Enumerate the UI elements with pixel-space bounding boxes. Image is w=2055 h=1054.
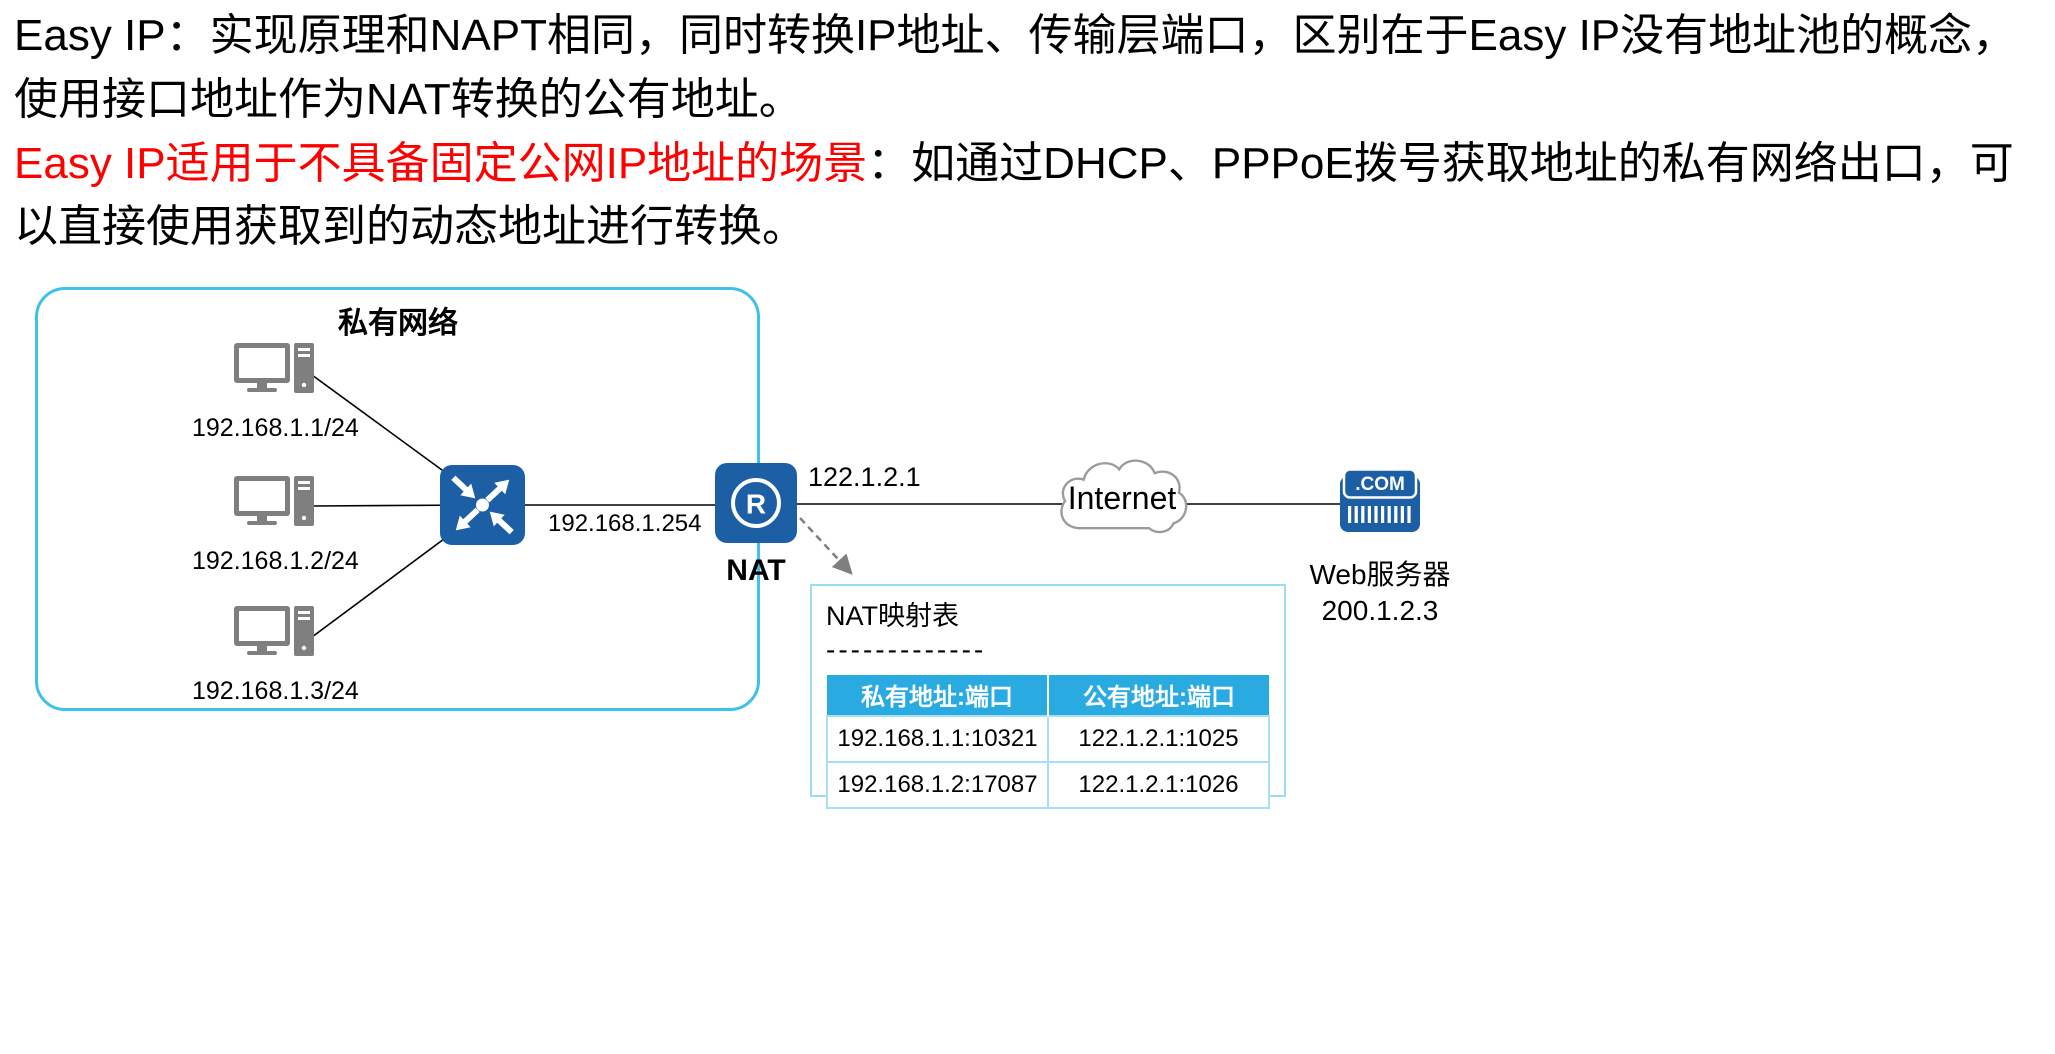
computer-icon (233, 606, 314, 656)
router-icon-glyph: R (746, 489, 766, 520)
nat-col-header-public: 公有地址:端口 (1048, 674, 1269, 716)
host-1: 192.168.1.1/24 (192, 343, 359, 443)
nat-cell-public: 122.1.2.1:1025 (1047, 714, 1270, 763)
lan-ip-label: 192.168.1.254 (548, 510, 702, 537)
nat-router: R NAT (715, 463, 797, 588)
computer-icon (233, 343, 314, 393)
host-ip-label: 192.168.1.3/24 (192, 677, 359, 705)
dashed-arrow-to-nat-table (799, 517, 853, 575)
internet-cloud: Internet (1052, 448, 1192, 543)
web-server-name: Web服务器 (1309, 559, 1451, 590)
nat-mapping-table: 私有地址:端口 公有地址:端口 192.168.1.1:10321 122.1.… (826, 674, 1270, 809)
host-ip-label: 192.168.1.2/24 (192, 547, 359, 575)
cloud-icon (1060, 459, 1188, 534)
intro-text-block: Easy IP：实现原理和NAPT相同，同时转换IP地址、传输层端口，区别在于E… (14, 4, 2044, 259)
nat-col-header-private: 私有地址:端口 (827, 674, 1049, 716)
web-server: .COM Web服务器 200.1.2.3 (1305, 468, 1455, 627)
nat-table-title: NAT映射表 (826, 601, 959, 631)
web-server-icon: .COM (1340, 468, 1420, 532)
router-icon: R (715, 463, 797, 543)
intro-paragraph-1: Easy IP：实现原理和NAPT相同，同时转换IP地址、传输层端口，区别在于E… (14, 4, 2044, 132)
host-2: 192.168.1.2/24 (192, 476, 359, 576)
nat-table-divider: ------------- (826, 634, 987, 665)
nat-table-header-row: 私有地址:端口 公有地址:端口 (827, 674, 1269, 716)
host-ip-label: 192.168.1.1/24 (192, 414, 359, 442)
nat-cell-public: 122.1.2.1:1026 (1047, 760, 1270, 809)
internet-label: Internet (1067, 480, 1177, 516)
router-label: NAT (726, 554, 786, 587)
private-network-box (35, 287, 760, 711)
web-server-icon-text: .COM (1355, 474, 1405, 495)
computer-icon (233, 476, 314, 526)
web-server-ip: 200.1.2.3 (1321, 595, 1439, 626)
nat-table-row: 192.168.1.2:17087 122.1.2.1:1026 (826, 760, 1270, 809)
host-3: 192.168.1.3/24 (192, 606, 359, 706)
wan-ip-label: 122.1.2.1 (808, 462, 921, 492)
intro-paragraph-2: Easy IP适用于不具备固定公网IP地址的场景：如通过DHCP、PPPoE拨号… (14, 132, 2044, 260)
nat-cell-private: 192.168.1.2:17087 (826, 760, 1049, 809)
switch-icon (440, 465, 525, 545)
nat-cell-private: 192.168.1.1:10321 (826, 714, 1049, 763)
intro-text-2: ：如通过DHCP、PPPoE拨号获取地址的私有网络出口，可以直接使用获取到的动态… (14, 138, 2014, 252)
intro-highlight-red: Easy IP适用于不具备固定公网IP地址的场景 (14, 138, 868, 188)
lan-switch (440, 465, 525, 550)
intro-text-1: Easy IP：实现原理和NAPT相同，同时转换IP地址、传输层端口，区别在于E… (14, 11, 2017, 124)
nat-table-row: 192.168.1.1:10321 122.1.2.1:1025 (826, 714, 1270, 763)
nat-mapping-panel: NAT映射表 ------------- 私有地址:端口 公有地址:端口 192… (810, 584, 1286, 809)
private-network-label: 私有网络 (338, 307, 458, 340)
